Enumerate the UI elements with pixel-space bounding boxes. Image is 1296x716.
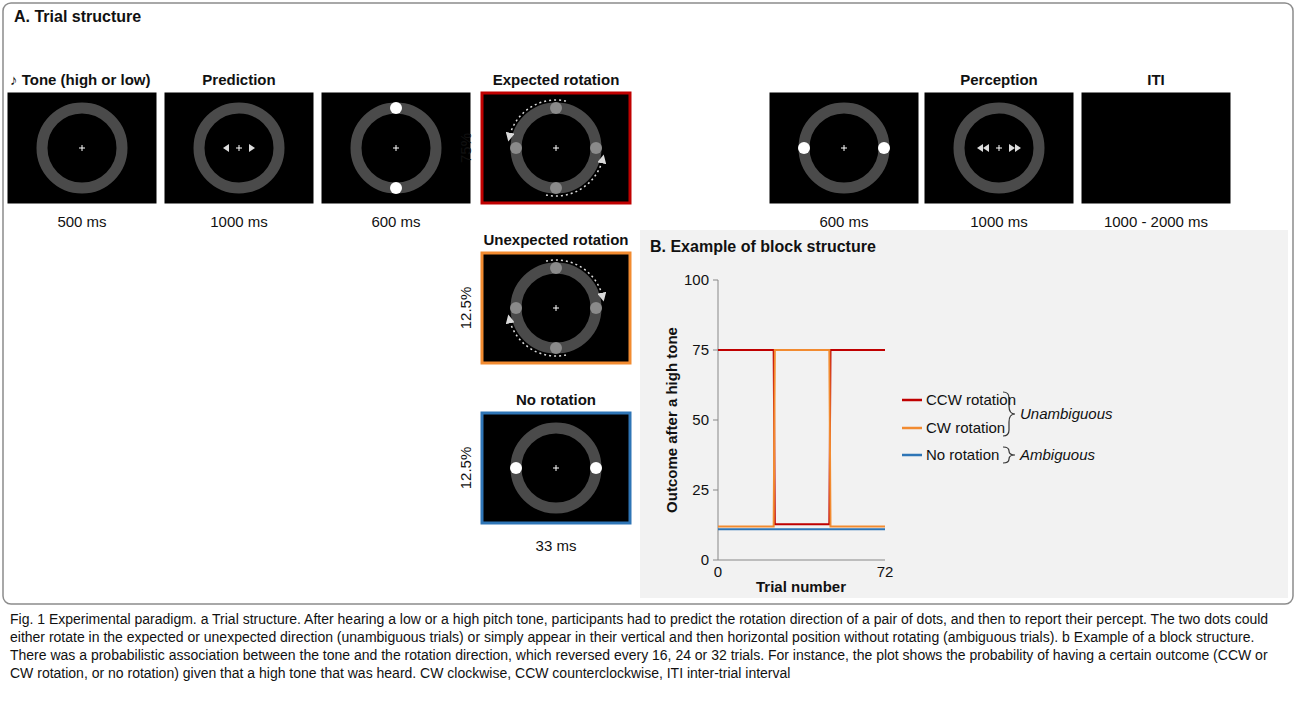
legend-line: [902, 399, 922, 402]
duration-label: 1000 ms: [210, 213, 268, 230]
block-chart: [713, 280, 1015, 560]
stage-label: Prediction: [202, 71, 275, 88]
tick-label: 0: [701, 551, 709, 568]
duration-label: 1000 - 2000 ms: [1104, 213, 1208, 230]
duration-label: 33 ms: [536, 537, 577, 554]
tick-label: 100: [684, 271, 709, 288]
group-label: Unambiguous: [1020, 405, 1113, 422]
probability-label: 12.5%: [457, 287, 474, 330]
screen: [165, 93, 313, 203]
stage-label: ITI: [1147, 71, 1165, 88]
legend-line: [902, 454, 922, 457]
stage-label: ♪ Tone (high or low): [10, 71, 151, 88]
screen: [770, 93, 918, 203]
probability-label: 12.5%: [457, 447, 474, 490]
screen: [1082, 93, 1230, 203]
duration-label: 500 ms: [57, 213, 106, 230]
probability-label: 75%: [457, 133, 474, 163]
stage-label: Unexpected rotation: [483, 231, 628, 248]
group-label: Ambiguous: [1020, 446, 1095, 463]
tick-label: 50: [692, 411, 709, 428]
legend-text: No rotation: [926, 446, 999, 463]
tick-label: 75: [692, 341, 709, 358]
tick-label: 25: [692, 481, 709, 498]
duration-label: 600 ms: [819, 213, 868, 230]
axis-title: Outcome after a high tone: [663, 327, 680, 513]
screen: [925, 93, 1073, 203]
axis-title: Trial number: [756, 578, 846, 595]
figure-caption: Fig. 1 Experimental paradigm. a Trial st…: [10, 611, 1286, 683]
duration-label: 600 ms: [371, 213, 420, 230]
screen: [322, 93, 470, 203]
screen: [482, 253, 630, 363]
tick-label: 72: [877, 563, 894, 580]
stage-label: Expected rotation: [493, 71, 620, 88]
legend-line: [902, 427, 922, 430]
panel-title: B. Example of block structure: [650, 238, 876, 256]
figure-frame: [3, 3, 1293, 604]
stage-label: No rotation: [516, 391, 596, 408]
duration-label: 1000 ms: [970, 213, 1028, 230]
panel-b-ground: [640, 230, 1288, 598]
screen: [8, 93, 156, 203]
screen: [482, 413, 630, 523]
screen: [482, 93, 630, 203]
stage-label: Perception: [960, 71, 1038, 88]
panel-title: A. Trial structure: [14, 8, 141, 26]
legend-text: CW rotation: [926, 419, 1005, 436]
tick-label: 0: [714, 563, 722, 580]
legend-text: CCW rotation: [926, 391, 1016, 408]
